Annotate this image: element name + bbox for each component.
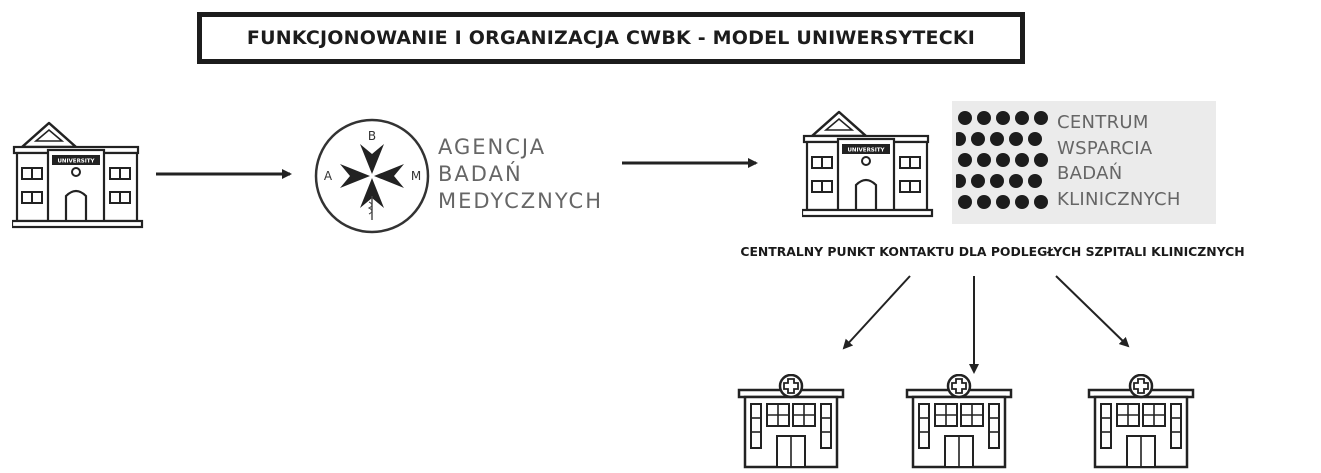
agency-name-line-3: MEDYCZNYCH bbox=[438, 189, 603, 213]
logo-dot bbox=[1028, 132, 1042, 146]
maltese-cross-logo-icon: B A M bbox=[314, 118, 430, 234]
logo-dot bbox=[977, 111, 991, 125]
logo-dot bbox=[1028, 174, 1042, 188]
hospital-building-icon-1 bbox=[737, 374, 845, 469]
diagram-title: FUNKCJONOWANIE I ORGANIZACJA CWBK - MODE… bbox=[197, 12, 1025, 64]
logo-dot bbox=[1009, 174, 1023, 188]
cwbk-name-line-2: WSPARCIA bbox=[1057, 137, 1153, 159]
logo-dot bbox=[977, 195, 991, 209]
agency-name-line-1: AGENCJA bbox=[438, 135, 547, 159]
logo-dot bbox=[1034, 195, 1048, 209]
logo-letter-m: M bbox=[411, 169, 421, 183]
hospital-building-icon-2 bbox=[905, 374, 1013, 469]
logo-letter-a: A bbox=[324, 169, 333, 183]
arrow-to-cwbk bbox=[622, 158, 758, 168]
logo-dot bbox=[1015, 195, 1029, 209]
logo-dot bbox=[977, 153, 991, 167]
logo-dot bbox=[1015, 111, 1029, 125]
arrow-to-agency bbox=[156, 169, 292, 179]
logo-dot bbox=[996, 153, 1010, 167]
logo-dot bbox=[996, 195, 1010, 209]
cwbk-name-line-4: KLINICZNYCH bbox=[1057, 188, 1181, 210]
central-contact-caption: CENTRALNY PUNKT KONTAKTU DLA PODLEGŁYCH … bbox=[740, 244, 1245, 259]
logo-dot bbox=[1009, 132, 1023, 146]
university-sign-text: UNIVERSITY bbox=[57, 159, 95, 165]
logo-dot bbox=[1015, 153, 1029, 167]
agency-name: AGENCJA BADAŃ MEDYCZNYCH bbox=[438, 134, 603, 215]
branch-arrows bbox=[842, 275, 1130, 374]
arrow-to-hospital-3 bbox=[1055, 275, 1130, 348]
logo-dot bbox=[1034, 153, 1048, 167]
university-sign-text-cwbk: UNIVERSITY bbox=[847, 148, 885, 154]
logo-dot bbox=[958, 153, 972, 167]
logo-letter-b: B bbox=[368, 129, 376, 143]
university-building-icon: UNIVERSITY bbox=[12, 121, 144, 229]
logo-dot bbox=[1034, 111, 1048, 125]
logo-dot bbox=[990, 132, 1004, 146]
logo-dot bbox=[958, 195, 972, 209]
logo-dot bbox=[958, 111, 972, 125]
logo-dot bbox=[990, 174, 1004, 188]
cwbk-name-line-3: BADAŃ bbox=[1057, 163, 1123, 184]
arrow-to-hospital-1 bbox=[842, 275, 911, 350]
dot-grid-logo-icon bbox=[956, 111, 1048, 209]
logo-dot bbox=[956, 174, 966, 188]
university-building-icon-cwbk: UNIVERSITY bbox=[802, 110, 934, 218]
logo-dot bbox=[971, 174, 985, 188]
cwbk-logo-box bbox=[952, 101, 1216, 224]
cwbk-name-line-1: CENTRUM bbox=[1057, 112, 1149, 133]
cwbk-name: CENTRUM WSPARCIA BADAŃ KLINICZNYCH bbox=[1057, 110, 1181, 212]
logo-dot bbox=[971, 132, 985, 146]
hospital-building-icon-3 bbox=[1087, 374, 1195, 469]
agency-name-line-2: BADAŃ bbox=[438, 162, 523, 186]
logo-dot bbox=[956, 132, 966, 146]
logo-dot bbox=[996, 111, 1010, 125]
